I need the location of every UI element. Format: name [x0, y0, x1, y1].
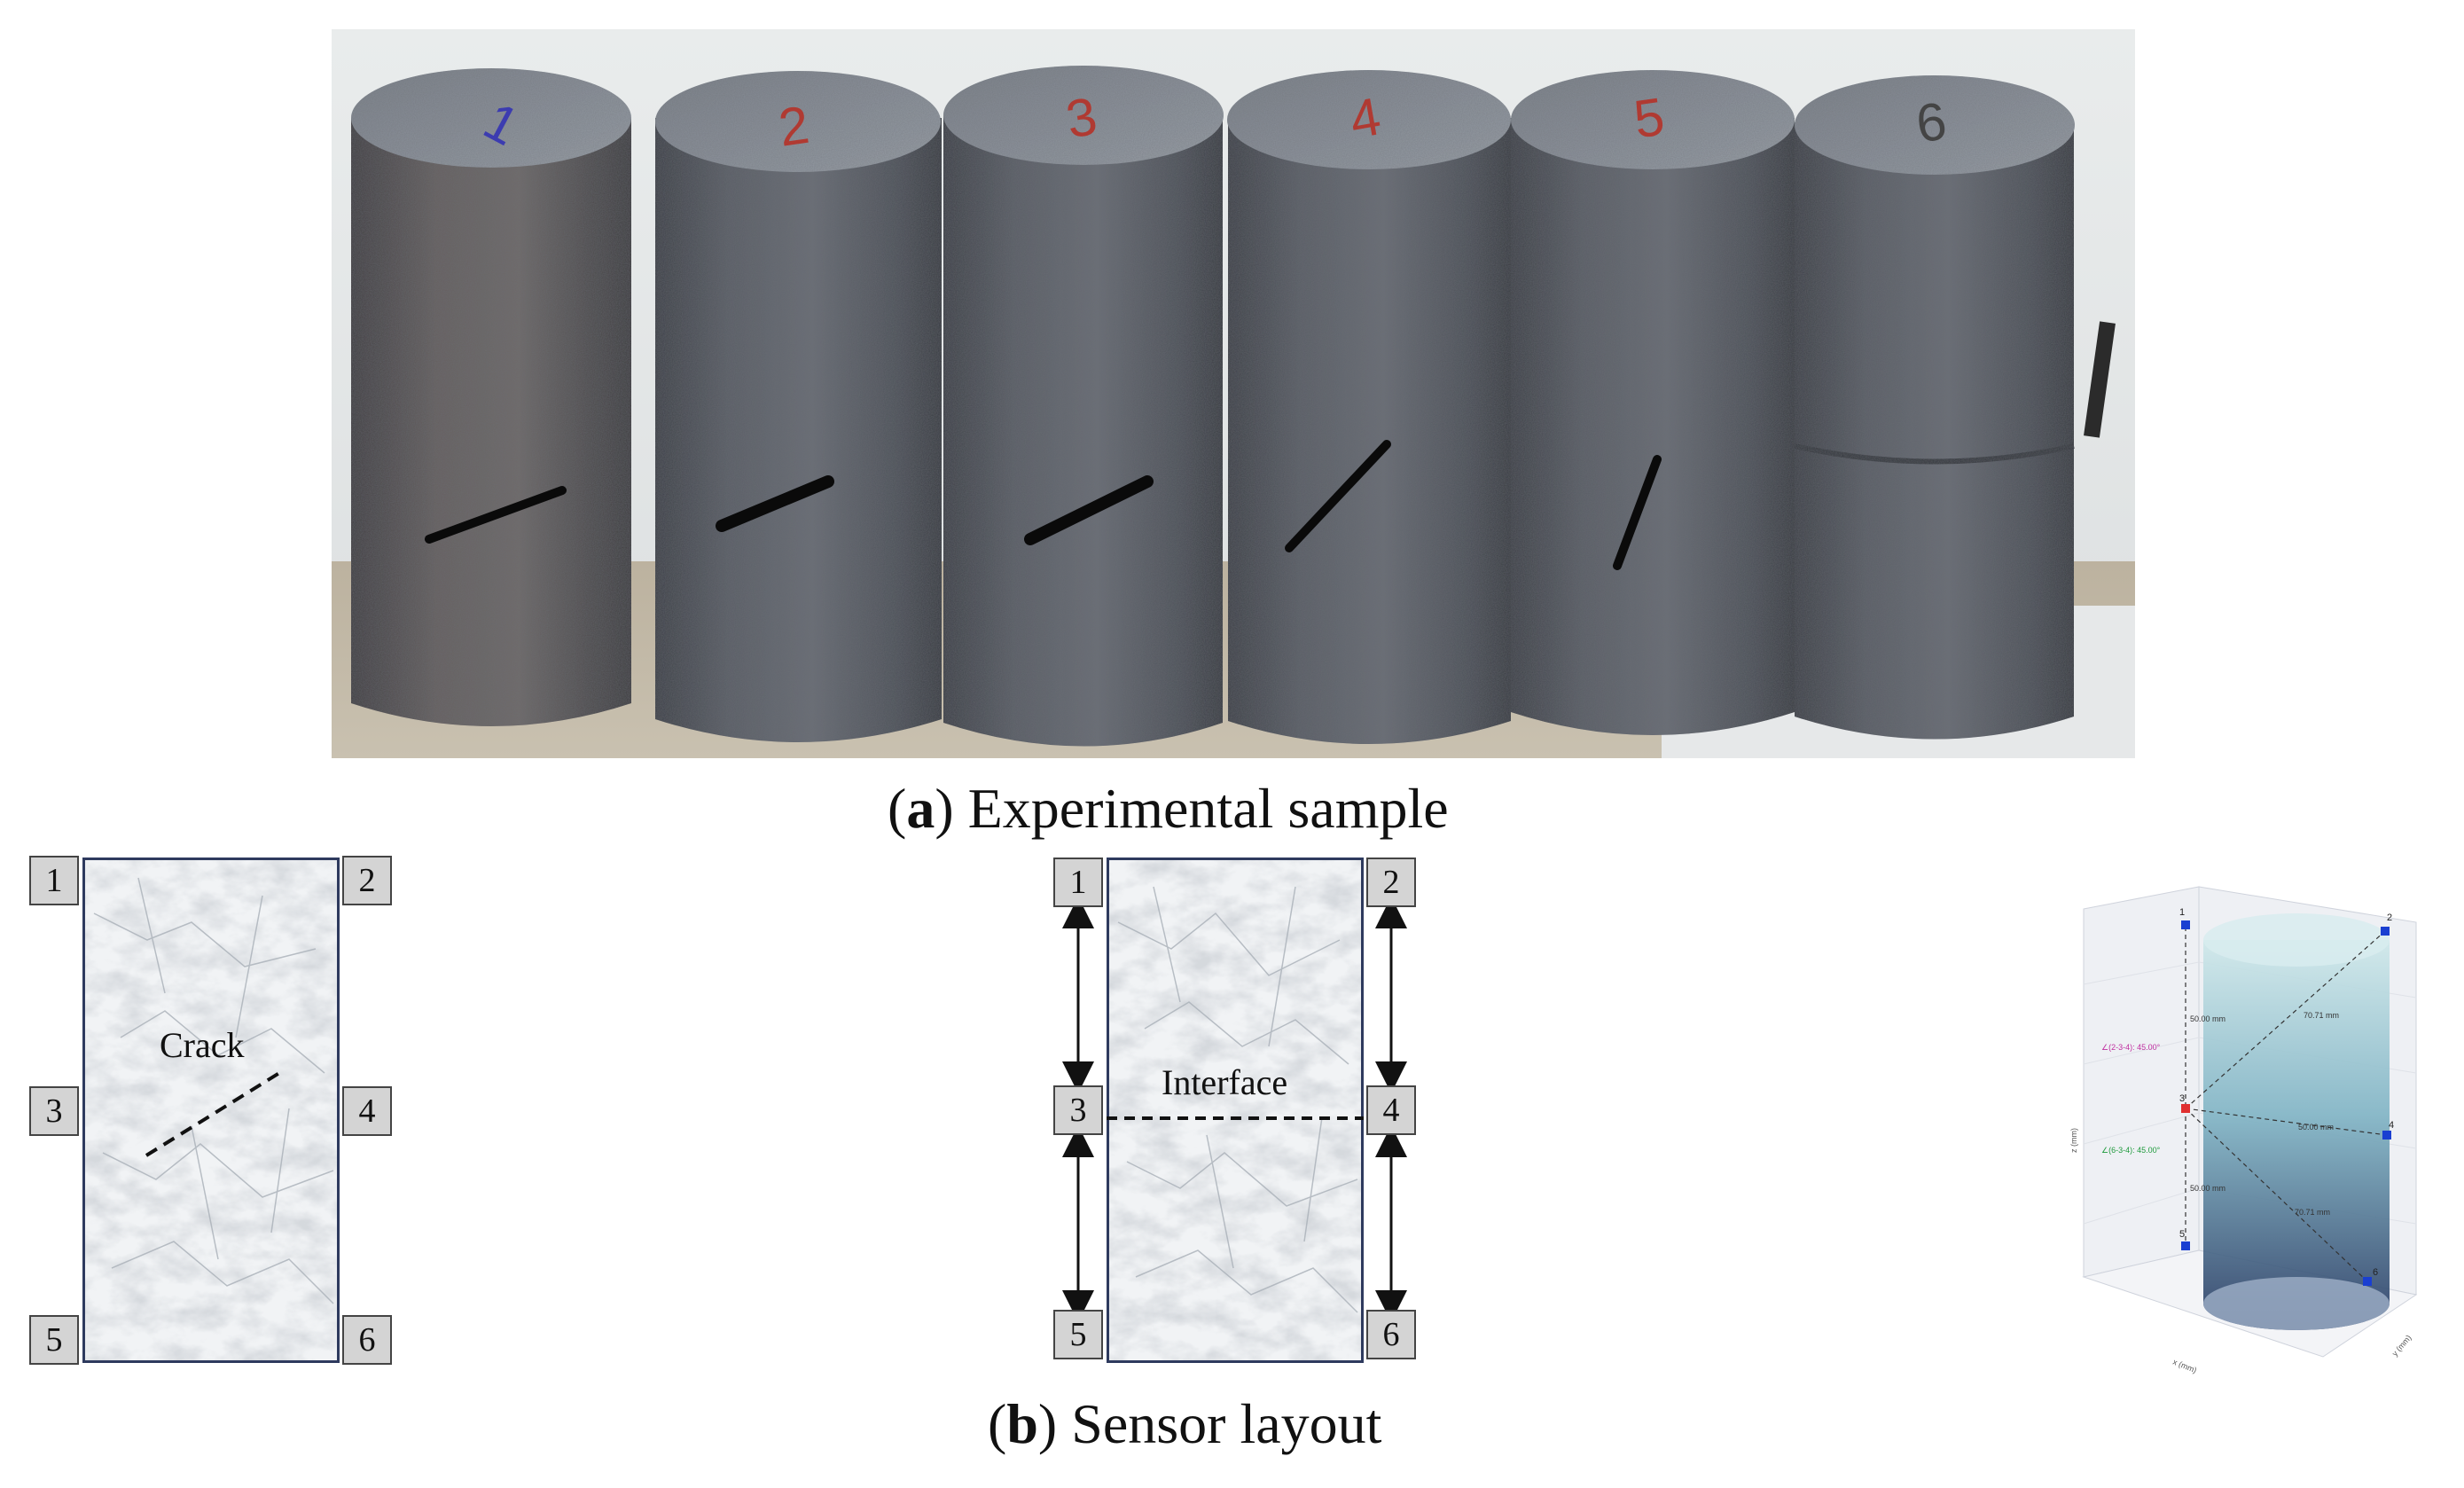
sensor-points — [2181, 920, 2391, 1286]
marble-specimen — [1107, 858, 1364, 1363]
sensor-5: 5 — [1053, 1310, 1103, 1359]
point-label-1: 1 — [2179, 907, 2185, 918]
angle-label: ∠(6-3-4): 45.00° — [2101, 1146, 2161, 1155]
sample-cylinder-4 — [1227, 70, 1511, 744]
z-axis-label: z (mm) — [2069, 1128, 2078, 1153]
x-axis-label: x (mm) — [2171, 1358, 2198, 1374]
sensor-6: 6 — [1366, 1310, 1416, 1359]
sensor-4: 4 — [342, 1086, 392, 1136]
distance-label: 70.71 mm — [2295, 1208, 2330, 1217]
caption-sensor-layout: (b) Sensor layout — [988, 1392, 1382, 1455]
point-label-3: 3 — [2179, 1093, 2185, 1104]
sensor-diagram-crack: Crack 1 2 3 4 5 6 — [27, 856, 399, 1370]
distance-label: 50.00 mm — [2298, 1123, 2334, 1132]
sensor-1: 1 — [29, 856, 79, 905]
point-label-2: 2 — [2387, 912, 2392, 923]
sample-cylinder-3 — [943, 66, 1224, 747]
crack-line — [145, 1071, 281, 1157]
sensor-6: 6 — [342, 1315, 392, 1365]
y-axis-label: y (mm) — [2390, 1333, 2413, 1358]
interface-arrows — [1062, 897, 1407, 1322]
distance-label: 70.71 mm — [2304, 1011, 2339, 1020]
sensor-3d-plot: 1 2 3 4 5 6 50.00 mm 70.71 mm 50.00 mm 5… — [2069, 886, 2418, 1374]
point-label-5: 5 — [2179, 1229, 2185, 1240]
sensor-1: 1 — [1053, 858, 1103, 907]
sample-cylinder-1 — [351, 68, 631, 726]
sensor-3: 3 — [1053, 1085, 1103, 1135]
sensor-diagram-interface: Interface 1 2 3 4 5 6 — [1051, 856, 1423, 1370]
sensor-4: 4 — [1366, 1085, 1416, 1135]
point-label-4: 4 — [2389, 1120, 2394, 1131]
sensor-5: 5 — [29, 1315, 79, 1365]
experimental-sample-photo: 1 2 3 4 5 6 — [332, 29, 2135, 758]
sensor-2: 2 — [342, 856, 392, 905]
sample-cylinder-5 — [1511, 70, 1795, 735]
angle-label: ∠(2-3-4): 45.00° — [2101, 1043, 2161, 1052]
sensor-3: 3 — [29, 1086, 79, 1136]
interface-label: Interface — [1162, 1062, 1288, 1102]
distance-label: 50.00 mm — [2190, 1014, 2225, 1023]
caption-experimental-sample: (a) Experimental sample — [888, 777, 1449, 840]
point-label-6: 6 — [2373, 1267, 2378, 1278]
sensor-2: 2 — [1366, 858, 1416, 907]
sample-cylinder-2 — [655, 71, 942, 742]
distance-label: 50.00 mm — [2190, 1184, 2225, 1193]
sample-cylinder-6 — [1794, 75, 2075, 740]
crack-label: Crack — [160, 1025, 245, 1065]
marble-specimen — [82, 858, 340, 1363]
